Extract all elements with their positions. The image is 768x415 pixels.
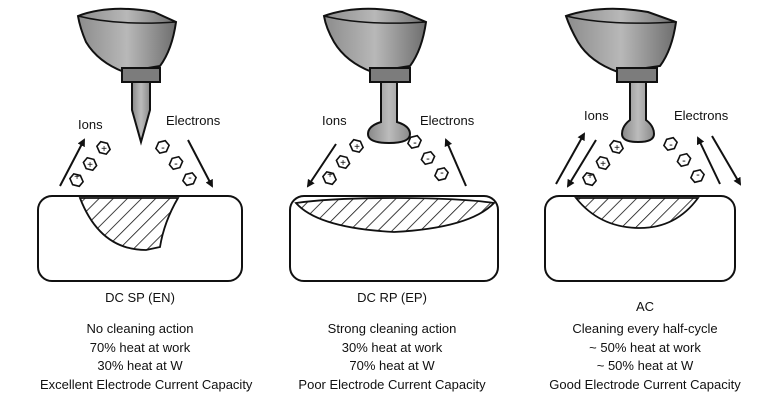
ion-arrow — [555, 132, 585, 185]
capacity-text: Good Electrode Current Capacity — [549, 376, 741, 392]
ion-symbol: + — [327, 170, 333, 181]
ions-label: Ions — [584, 108, 609, 123]
electron-cluster — [662, 136, 706, 184]
electron-cluster — [154, 139, 198, 187]
ions-label: Ions — [322, 113, 347, 128]
torch-icon — [322, 7, 428, 83]
electron-symbol: - — [682, 155, 686, 167]
electron-symbol: - — [174, 158, 178, 170]
ion-symbol: + — [587, 171, 593, 182]
electron-cluster — [406, 134, 450, 182]
electron-symbol: - — [188, 172, 192, 184]
workpiece — [37, 195, 243, 282]
ions-label: Ions — [78, 117, 103, 132]
electrons-label: Electrons — [674, 108, 729, 123]
panel-dcsp: + + + - - - — [37, 7, 243, 282]
electron-symbol: - — [669, 139, 673, 151]
ion-arrow — [306, 143, 337, 188]
electrode-icon — [131, 81, 151, 146]
ion-arrow — [59, 138, 85, 187]
ion-arrow — [566, 139, 597, 188]
capacity-text: Excellent Electrode Current Capacity — [40, 376, 253, 392]
electrons-label: Electrons — [166, 113, 221, 128]
heat-electrode-text: 30% heat at W — [97, 358, 183, 373]
electron-arrow — [711, 135, 742, 186]
electrode-icon — [620, 81, 656, 144]
electron-symbol: - — [161, 142, 165, 154]
electron-symbol: - — [413, 137, 417, 149]
electron-symbol: - — [426, 153, 430, 165]
description-ac: Cleaning every half-cycle ~ 50% heat at … — [545, 320, 745, 394]
ion-symbol: + — [340, 158, 346, 169]
ion-symbol: + — [600, 159, 606, 170]
workpiece — [289, 195, 499, 282]
torch-icon — [564, 7, 678, 83]
electron-arrow — [444, 138, 467, 187]
heat-electrode-text: 70% heat at W — [349, 358, 435, 373]
torch-icon — [76, 7, 178, 83]
heat-work-text: 70% heat at work — [89, 339, 191, 355]
heat-electrode-text: ~ 50% heat at W — [596, 358, 694, 373]
electron-arrow — [696, 136, 721, 185]
ion-cluster — [581, 139, 625, 187]
ion-cluster — [68, 140, 112, 188]
cleaning-text: No cleaning action — [86, 321, 194, 336]
panel-title-dcsp: DC SP (EN) — [105, 290, 175, 305]
electron-symbol: - — [440, 167, 444, 179]
panel-title-dcrp: DC RP (EP) — [357, 290, 427, 305]
panel-dcrp: + + + - - - — [289, 7, 499, 282]
cleaning-text: Cleaning every half-cycle — [572, 321, 718, 336]
electron-arrow — [187, 139, 213, 188]
ion-symbol: + — [614, 143, 620, 154]
ion-cluster — [321, 138, 365, 186]
heat-work-text: 30% heat at work — [341, 339, 443, 355]
panel-title-ac: AC — [635, 299, 655, 314]
cleaning-text: Strong cleaning action — [327, 321, 457, 336]
ion-symbol: + — [354, 142, 360, 153]
electron-symbol: - — [696, 169, 700, 181]
workpiece — [544, 195, 736, 282]
heat-work-text: ~ 50% heat at work — [589, 339, 701, 355]
panel-ac: + + + - - - — [544, 7, 742, 282]
ion-symbol: + — [74, 172, 80, 183]
capacity-text: Poor Electrode Current Capacity — [298, 376, 486, 392]
description-dcrp: Strong cleaning action 30% heat at work … — [292, 320, 492, 394]
description-dcsp: No cleaning action 70% heat at work 30% … — [40, 320, 253, 394]
ion-symbol: + — [101, 144, 107, 155]
ion-symbol: + — [87, 160, 93, 171]
electrons-label: Electrons — [420, 113, 475, 128]
electrode-icon — [366, 81, 412, 145]
